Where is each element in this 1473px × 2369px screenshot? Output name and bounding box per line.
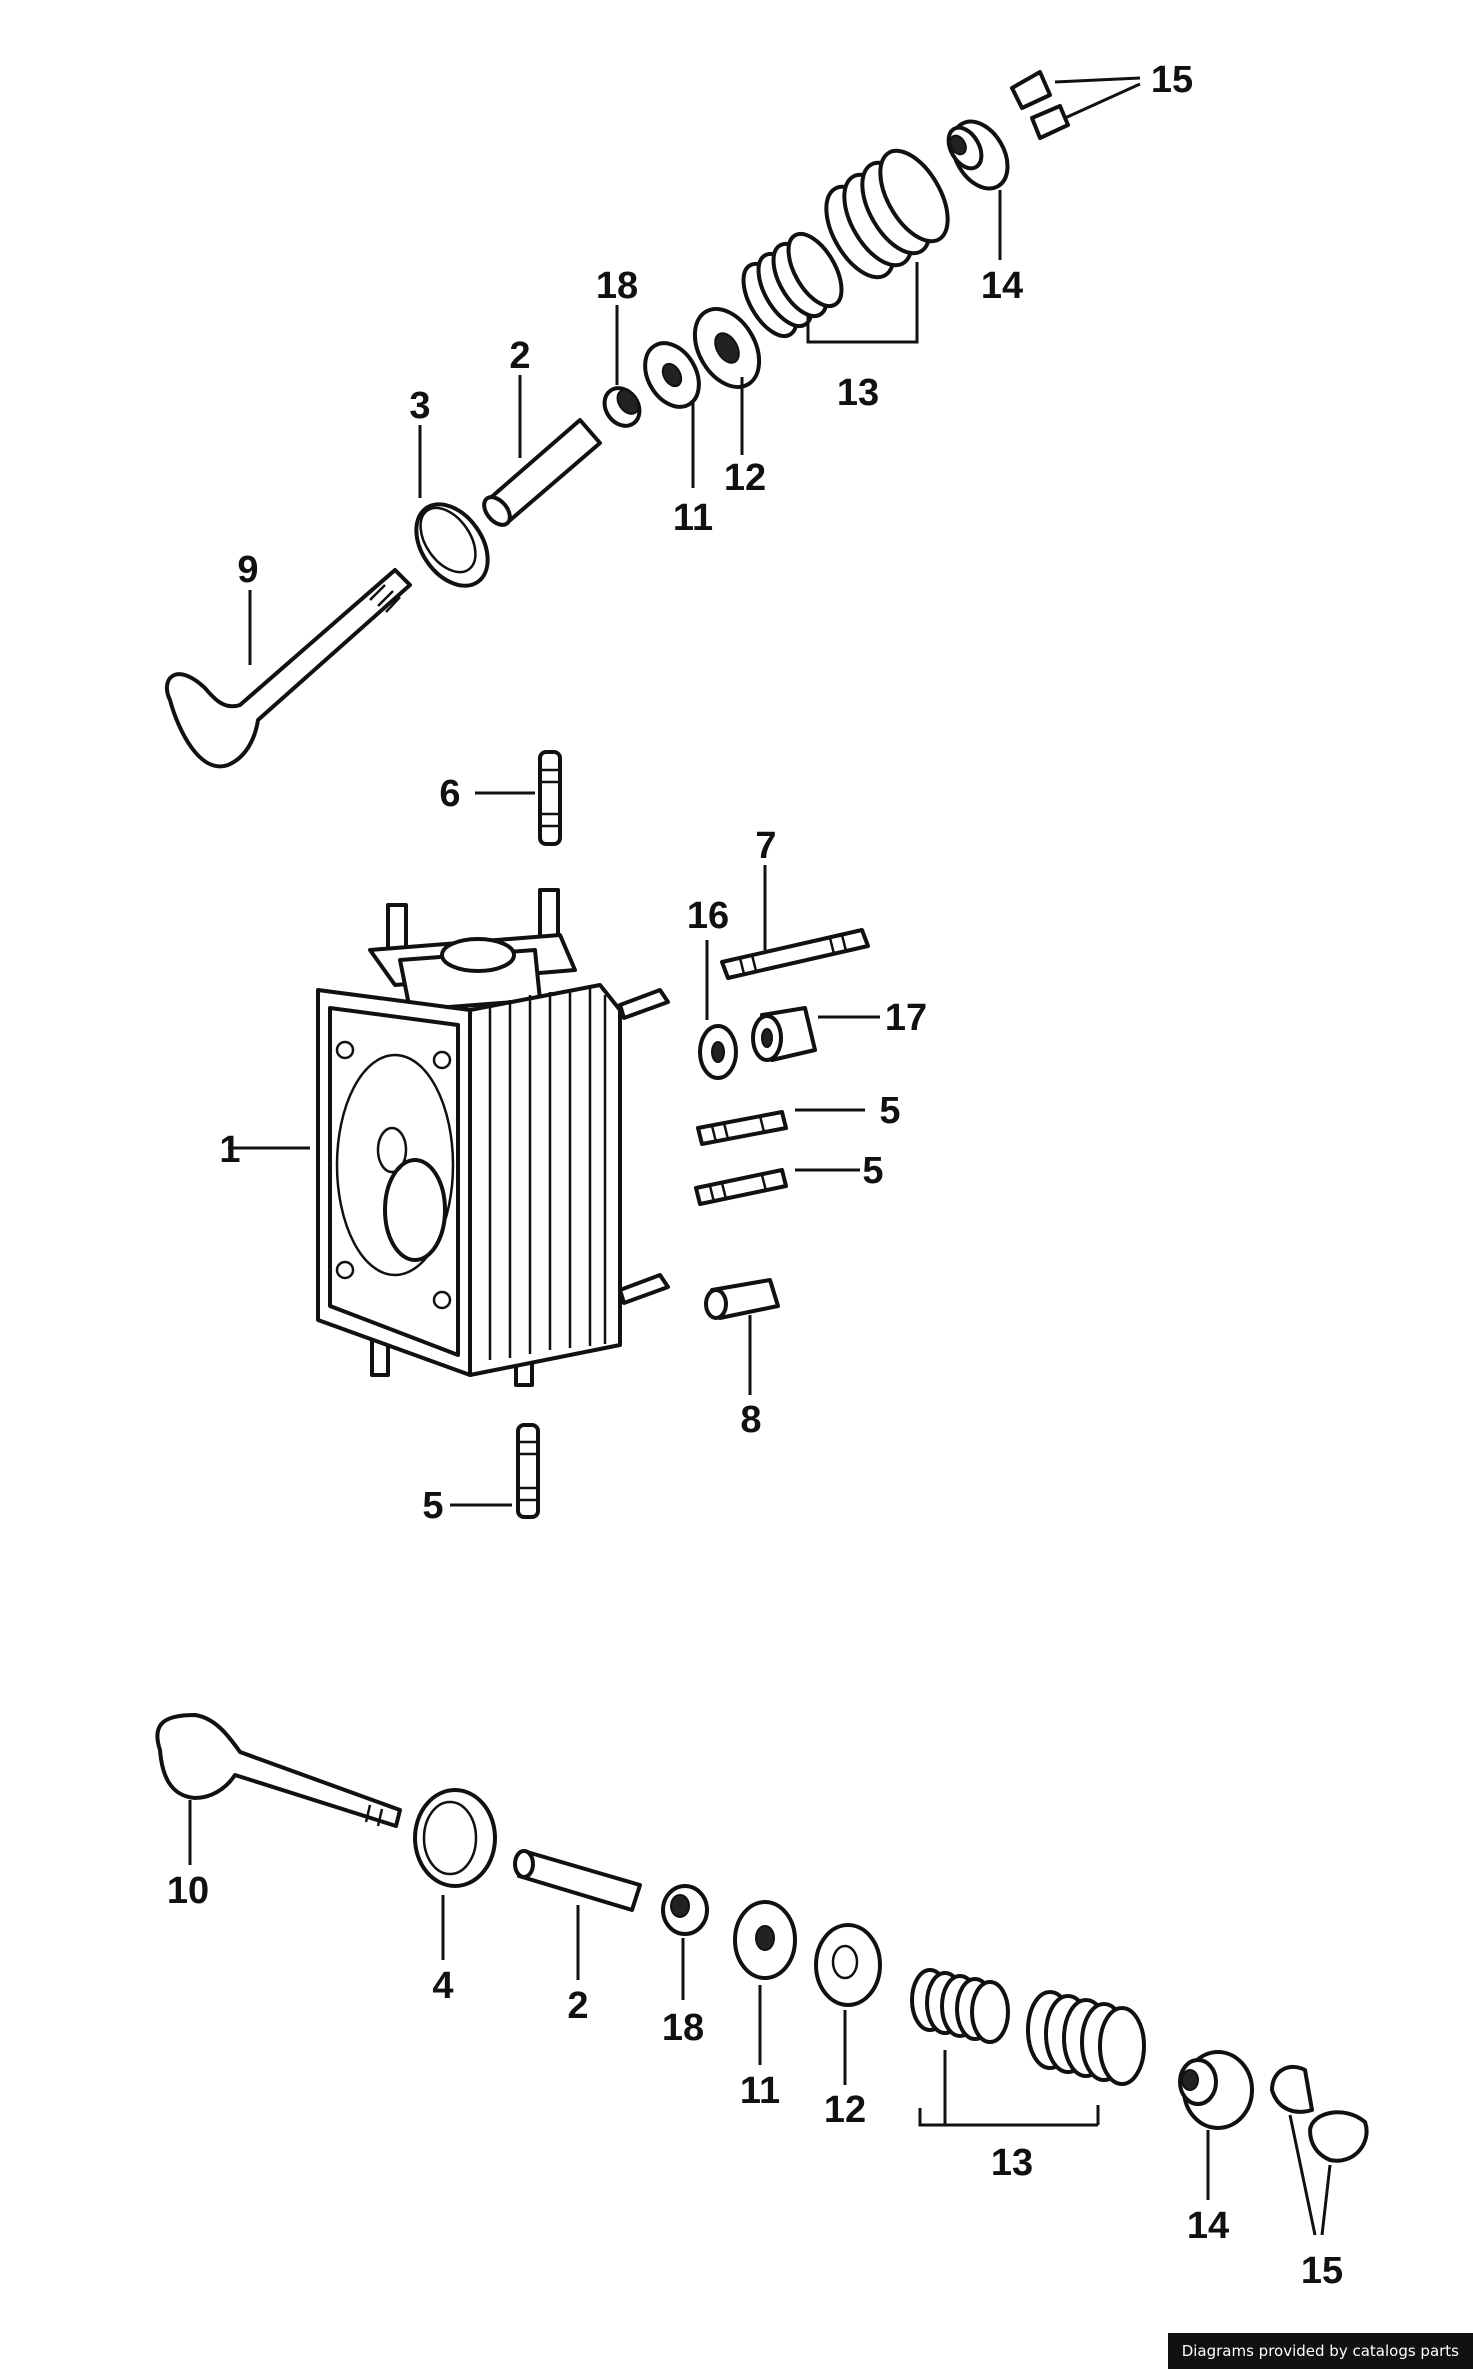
label-9: 9 <box>237 549 258 591</box>
label-5-c: 5 <box>422 1485 443 1527</box>
part-15-valve-keepers-top <box>1010 70 1070 140</box>
part-14-spring-retainer-top <box>946 119 1010 191</box>
label-2-top: 2 <box>509 335 530 377</box>
label-11-bottom: 11 <box>740 2070 780 2112</box>
label-7: 7 <box>755 825 776 867</box>
part-12-spring-seat-top <box>692 307 762 389</box>
part-1-cylinder-head <box>316 888 670 1387</box>
label-18-top: 18 <box>596 265 638 307</box>
part-5-stud-b <box>694 1168 788 1206</box>
label-18-bottom: 18 <box>662 2007 704 2049</box>
part-5-stud-c <box>516 1423 540 1519</box>
label-13-bottom: 13 <box>991 2142 1033 2184</box>
part-16-washer <box>698 1024 738 1080</box>
part-11-washer-top <box>643 341 701 409</box>
credit-badge: Diagrams provided by catalogs parts <box>1167 2333 1473 2369</box>
label-3: 3 <box>409 385 430 427</box>
part-14-spring-retainer-bottom <box>1178 2050 1254 2130</box>
part-13-valve-springs-top <box>741 148 950 339</box>
label-14-bottom: 14 <box>1187 2205 1229 2247</box>
label-15-bottom: 15 <box>1301 2250 1343 2292</box>
part-10-exhaust-valve <box>155 1713 402 1828</box>
label-2-bottom: 2 <box>567 1985 588 2027</box>
part-2-valve-guide-bottom <box>513 1849 642 1912</box>
label-6: 6 <box>439 773 460 815</box>
part-15-valve-keepers-bottom <box>1270 2064 1369 2163</box>
part-12-spring-seat-bottom <box>814 1923 882 2007</box>
part-9-intake-valve <box>164 568 412 769</box>
label-13-top: 13 <box>837 372 879 414</box>
part-4-valve-seat <box>413 1788 497 1888</box>
label-11-top: 11 <box>673 497 713 539</box>
label-15-top: 15 <box>1151 59 1193 101</box>
label-12-bottom: 12 <box>824 2089 866 2131</box>
label-5-b: 5 <box>862 1150 883 1192</box>
label-16: 16 <box>687 895 729 937</box>
part-7-long-stud <box>720 928 870 980</box>
part-2-valve-guide-top <box>482 418 602 527</box>
part-18-valve-seal-top <box>602 386 642 428</box>
label-8: 8 <box>740 1399 761 1441</box>
label-1: 1 <box>219 1129 240 1171</box>
part-8-dowel-pin <box>704 1278 780 1320</box>
label-4: 4 <box>432 1965 453 2007</box>
part-6-stud <box>538 750 562 846</box>
label-5-a: 5 <box>879 1090 900 1132</box>
label-14-top: 14 <box>981 265 1023 307</box>
part-11-washer-bottom <box>733 1900 797 1980</box>
part-13-valve-springs-bottom <box>910 1968 1146 2086</box>
label-12-top: 12 <box>724 457 766 499</box>
part-18-valve-seal-bottom <box>661 1884 709 1936</box>
part-3-valve-seat <box>414 502 490 588</box>
label-10: 10 <box>167 1870 209 1912</box>
part-17-nut <box>751 1006 817 1062</box>
part-5-stud-a <box>696 1110 788 1146</box>
label-17: 17 <box>885 997 927 1039</box>
